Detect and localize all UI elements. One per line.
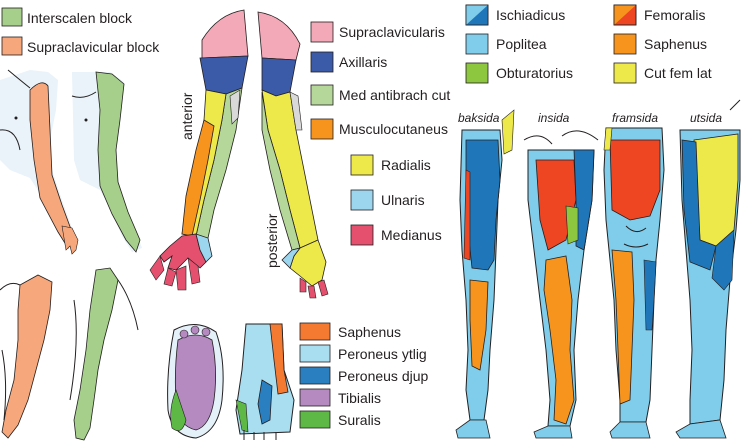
legend-label: Supraclavicular block — [27, 39, 160, 55]
posterior-label: posterior — [264, 213, 280, 268]
legend-swatch-poplitea — [466, 34, 488, 54]
legend-swatch-medianus — [351, 225, 373, 245]
legend-label-peroneus-djup: Peroneus djup — [338, 368, 429, 384]
legend-label: Interscalen block — [27, 10, 133, 26]
legend-swatch-peroneus-ytlig — [300, 345, 330, 362]
legend-swatch-saphenus-leg — [614, 34, 636, 54]
legend-label-saphenus: Saphenus — [338, 324, 401, 340]
arm-legend: Supraclavicularis Axillaris Med antibrac… — [311, 22, 450, 245]
foot-plantar — [168, 324, 224, 438]
leg-utsida — [676, 100, 740, 438]
legend-swatch-saphenus — [300, 323, 330, 340]
legend-swatch-musculocutaneus — [311, 119, 333, 139]
legend-label-poplitea: Poplitea — [496, 36, 547, 52]
legend-swatch — [2, 37, 22, 55]
legend-label-cut-fem-lat: Cut fem lat — [644, 65, 712, 81]
legend-item-supraclavicular: Supraclavicular block — [2, 37, 160, 55]
legend-swatch-suralis — [300, 411, 330, 428]
legend-swatch-axillaris — [311, 52, 333, 72]
region-supraclavicularis — [202, 10, 248, 58]
legend-label-suralis: Suralis — [338, 412, 381, 428]
legend-label-med-antibrach-cut: Med antibrach cut — [339, 87, 450, 103]
legend-swatch-tibialis — [300, 389, 330, 406]
legend-swatch-med-antibrach-cut — [311, 85, 333, 105]
legend-item-interscalen: Interscalen block — [2, 8, 133, 26]
legend-label-medianus: Medianus — [381, 227, 442, 243]
torso-supraclavicular-top — [0, 70, 78, 254]
leg-legend: Ischiadicus Femoralis Poplitea Saphenus … — [466, 5, 712, 83]
feet-figures — [168, 324, 294, 440]
legend-label-saphenus-leg: Saphenus — [644, 36, 707, 52]
leg-framsida — [604, 128, 664, 438]
legend-label-axillaris: Axillaris — [339, 54, 387, 70]
view-label-insida: insida — [538, 111, 570, 125]
legend-swatch-cut-fem-lat — [614, 63, 636, 83]
legend-swatch-peroneus-djup — [300, 367, 330, 384]
legend-swatch-obturatorius — [466, 63, 488, 83]
arm-anterior: anterior — [150, 10, 248, 290]
view-label-utsida: utsida — [690, 111, 722, 125]
legend-label-ischiadicus: Ischiadicus — [496, 7, 565, 23]
foot-legend: Saphenus Peroneus ytlig Peroneus djup Ti… — [300, 323, 429, 428]
legend-label-supraclavicularis: Supraclavicularis — [339, 24, 445, 40]
leg-figures — [456, 100, 740, 438]
legend-swatch-supraclavicularis — [311, 22, 333, 42]
legend-swatch — [2, 8, 22, 26]
legend-swatch-ulnaris — [351, 190, 373, 210]
legend-swatch-radialis — [351, 155, 373, 175]
legend-label-femoralis: Femoralis — [644, 7, 705, 23]
torso-figures — [0, 70, 142, 440]
block-legend: Interscalen block Supraclavicular block — [2, 8, 160, 55]
legend-label-peroneus-ytlig: Peroneus ytlig — [338, 346, 427, 362]
torso-supraclavicular-bottom — [0, 275, 52, 438]
legend-label-tibialis: Tibialis — [338, 390, 381, 406]
leg-view-labels: baksida insida framsida utsida — [458, 111, 722, 125]
view-label-framsida: framsida — [612, 111, 658, 125]
leg-insida — [524, 131, 598, 438]
view-label-baksida: baksida — [458, 111, 500, 125]
leg-baksida — [456, 110, 514, 438]
legend-label-obturatorius: Obturatorius — [496, 65, 573, 81]
torso-interscalen-top — [72, 72, 142, 252]
foot-dorsal — [236, 324, 294, 440]
anterior-label: anterior — [179, 92, 195, 140]
legend-label-radialis: Radialis — [381, 157, 431, 173]
torso-interscalen-bottom — [70, 268, 138, 440]
legend-label-ulnaris: Ulnaris — [381, 192, 425, 208]
legend-label-musculocutaneus: Musculocutaneus — [339, 121, 448, 137]
